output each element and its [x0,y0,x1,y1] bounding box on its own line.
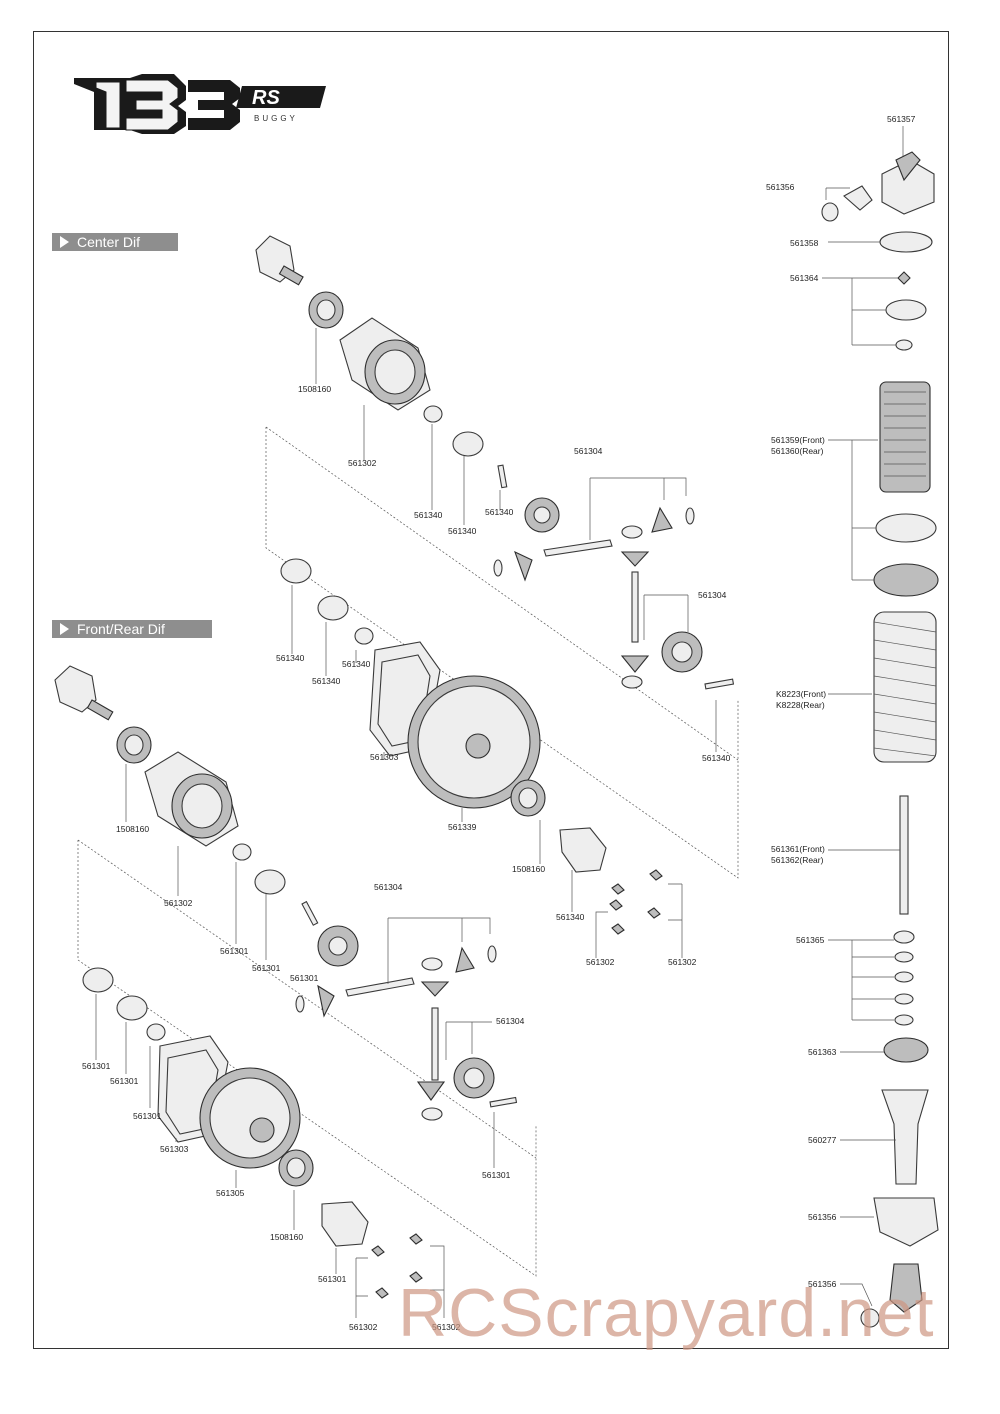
rod-end-part [873,1197,939,1247]
screw-part [609,869,663,935]
outdrive-part [255,235,304,286]
part-label: 561302 [668,957,697,967]
part-label: 561365 [796,935,825,945]
part-label: 561303 [370,752,399,762]
part-label: 561340 [702,753,731,763]
nut-part [897,271,911,285]
part-label: 561301 [82,1061,111,1071]
part-label: 561363 [808,1047,837,1057]
part-label: 561359(Front) [771,435,825,445]
shaft-part [899,795,909,915]
outdrive-part [559,827,607,873]
part-label: 561301 [290,973,319,983]
triangle-right-icon [60,623,69,635]
part-label: 561340 [414,510,443,520]
part-label: 1508160 [116,824,149,834]
part-number-labels: 1508160 561302 561340 561340 561340 5613… [82,114,916,1332]
outdrive-part [321,1201,369,1247]
part-label: 1508160 [512,864,545,874]
part-label: 561302 [349,1322,378,1332]
spider-gear-part [514,550,533,582]
rod-end-part [889,1263,923,1313]
part-label: 561302 [348,458,377,468]
part-label: 561340 [276,653,305,663]
part-label: 561302 [432,1322,461,1332]
front-rear-dif-assembly [54,665,537,1318]
diff-case-part [339,317,431,411]
washer-part [280,558,312,584]
triangle-right-icon [60,236,69,248]
part-label: 561304 [698,590,727,600]
part-label: 561304 [574,446,603,456]
watermark-text: RCScrapyard.net [398,1275,935,1351]
shock-assembly [821,126,939,1328]
part-label: 561360(Rear) [771,446,824,456]
pivot-ball-part [843,185,873,211]
part-label: 561301 [318,1274,347,1284]
bottom-cap-part [883,1037,929,1063]
logo-subtitle: BUGGY [254,114,298,123]
part-label: 561301 [482,1170,511,1180]
part-label: 561305 [216,1188,245,1198]
part-label: 561362(Rear) [771,855,824,865]
washer-part [452,431,484,457]
part-label: 561302 [586,957,615,967]
cross-pin-part [543,539,613,557]
page-border [33,31,949,1349]
part-label: 561364 [790,273,819,283]
collar-part [873,563,939,597]
part-label: 561356 [766,182,795,192]
part-label: 561301 [133,1111,162,1121]
part-label: 561340 [342,659,371,669]
shim-part [423,405,443,423]
part-label: 561356 [808,1212,837,1222]
part-label: 561340 [448,526,477,536]
spider-gear-part [651,506,673,533]
part-label: 561356 [808,1279,837,1289]
part-label: 561340 [485,507,514,517]
part-label: 561304 [374,882,403,892]
spring-part [873,611,937,763]
section-title-center-dif: Center Dif [52,233,178,251]
membrane-part [879,231,933,253]
part-label: 561301 [252,963,281,973]
part-label: 561303 [160,1144,189,1154]
part-label: K8223(Front) [776,689,826,699]
section-title-front-rear-dif: Front/Rear Dif [52,620,212,638]
part-label: 561301 [220,946,249,956]
boot-part [881,1089,929,1185]
part-label: 561304 [496,1016,525,1026]
part-label: 1508160 [298,384,331,394]
part-label: 561340 [312,676,341,686]
shim-part [893,930,915,944]
piston-part [885,299,927,321]
outdrive-part [54,665,97,713]
b8-rs-buggy-logo: RS BUGGY [74,74,326,134]
part-label: 561302 [164,898,193,908]
part-label: 561339 [448,822,477,832]
logo-badge: RS [252,87,280,109]
o-ring-part [875,513,937,543]
part-label: K8228(Rear) [776,700,825,710]
shock-body-part [879,381,931,493]
part-label: 561358 [790,238,819,248]
part-label: 561357 [887,114,916,124]
part-label: 561301 [110,1076,139,1086]
part-label: 1508160 [270,1232,303,1242]
part-label: 561340 [556,912,585,922]
pin-part [497,464,508,489]
screw-part [371,1233,423,1299]
part-label: 561361(Front) [771,844,825,854]
part-label: 560277 [808,1135,837,1145]
center-dif-assembly [255,235,739,958]
